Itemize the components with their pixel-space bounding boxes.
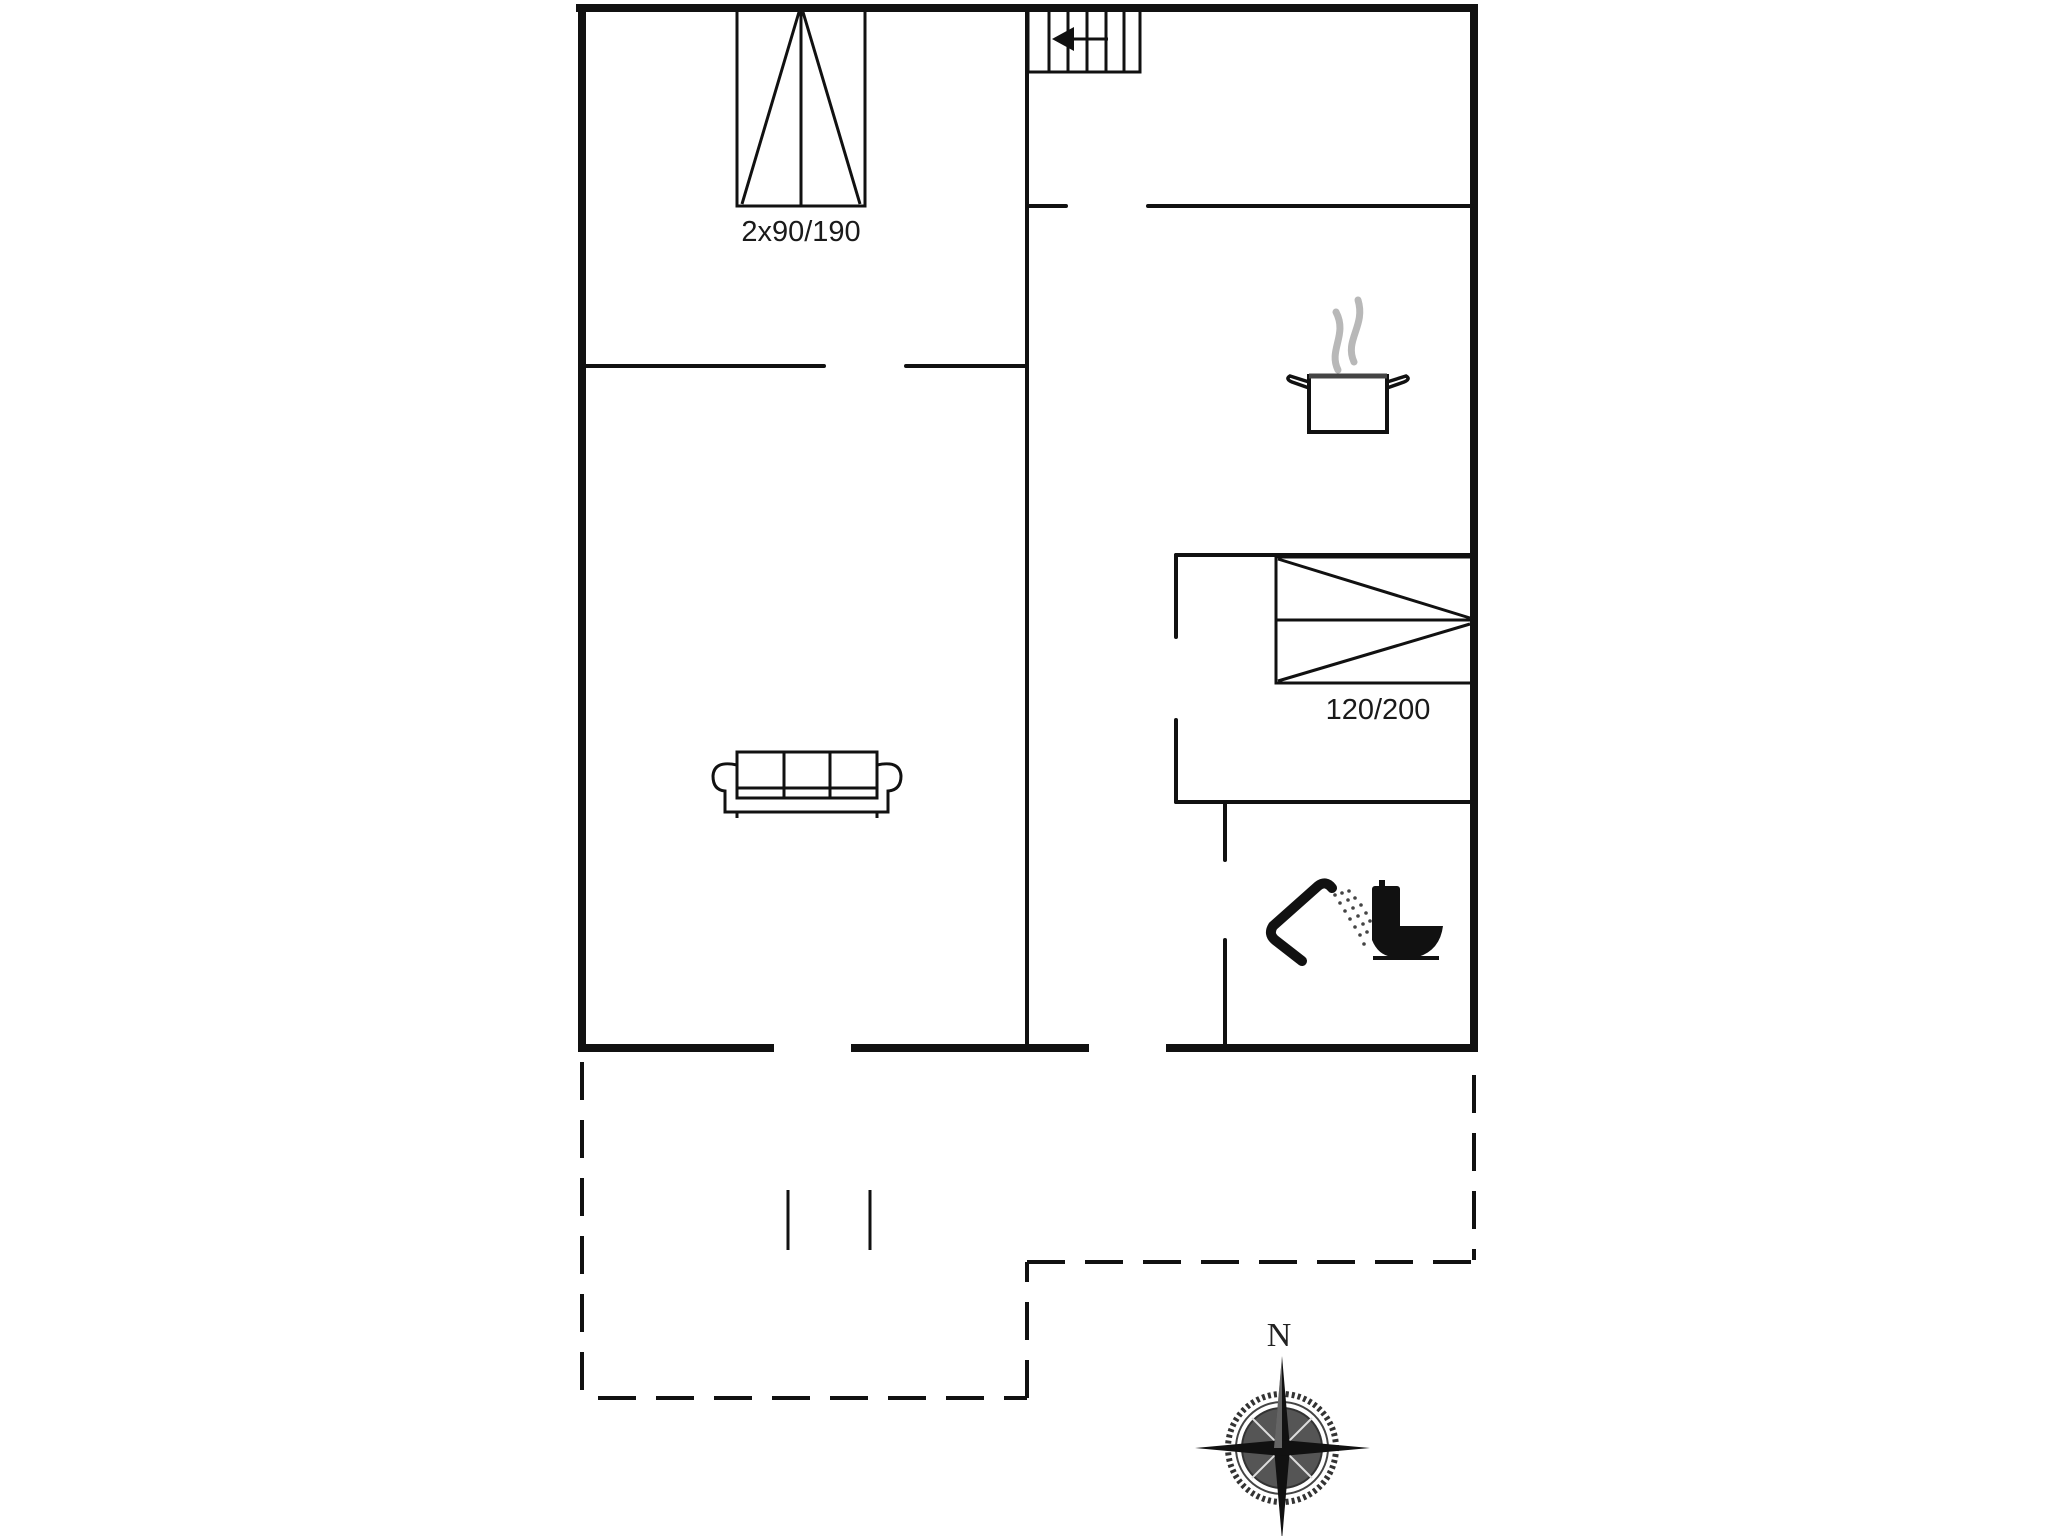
bed-double-twin [735,8,867,208]
toilet-icon [1372,880,1443,960]
terrace-outline [580,1062,1476,1400]
compass-rose-icon: N [1195,1317,1370,1536]
interior-walls [582,6,1474,1050]
sofa-icon [711,750,903,818]
bed-1-size-label: 2x90/190 [741,216,860,248]
compass-north-label: N [1267,1317,1292,1354]
staircase [1026,8,1142,74]
cooking-pot-icon [1286,296,1410,434]
bed-2-size-label: 120/200 [1326,694,1431,726]
shower-icon [1265,878,1372,966]
stair-direction-arrow-icon [1052,27,1108,51]
bed-double [1274,555,1474,685]
